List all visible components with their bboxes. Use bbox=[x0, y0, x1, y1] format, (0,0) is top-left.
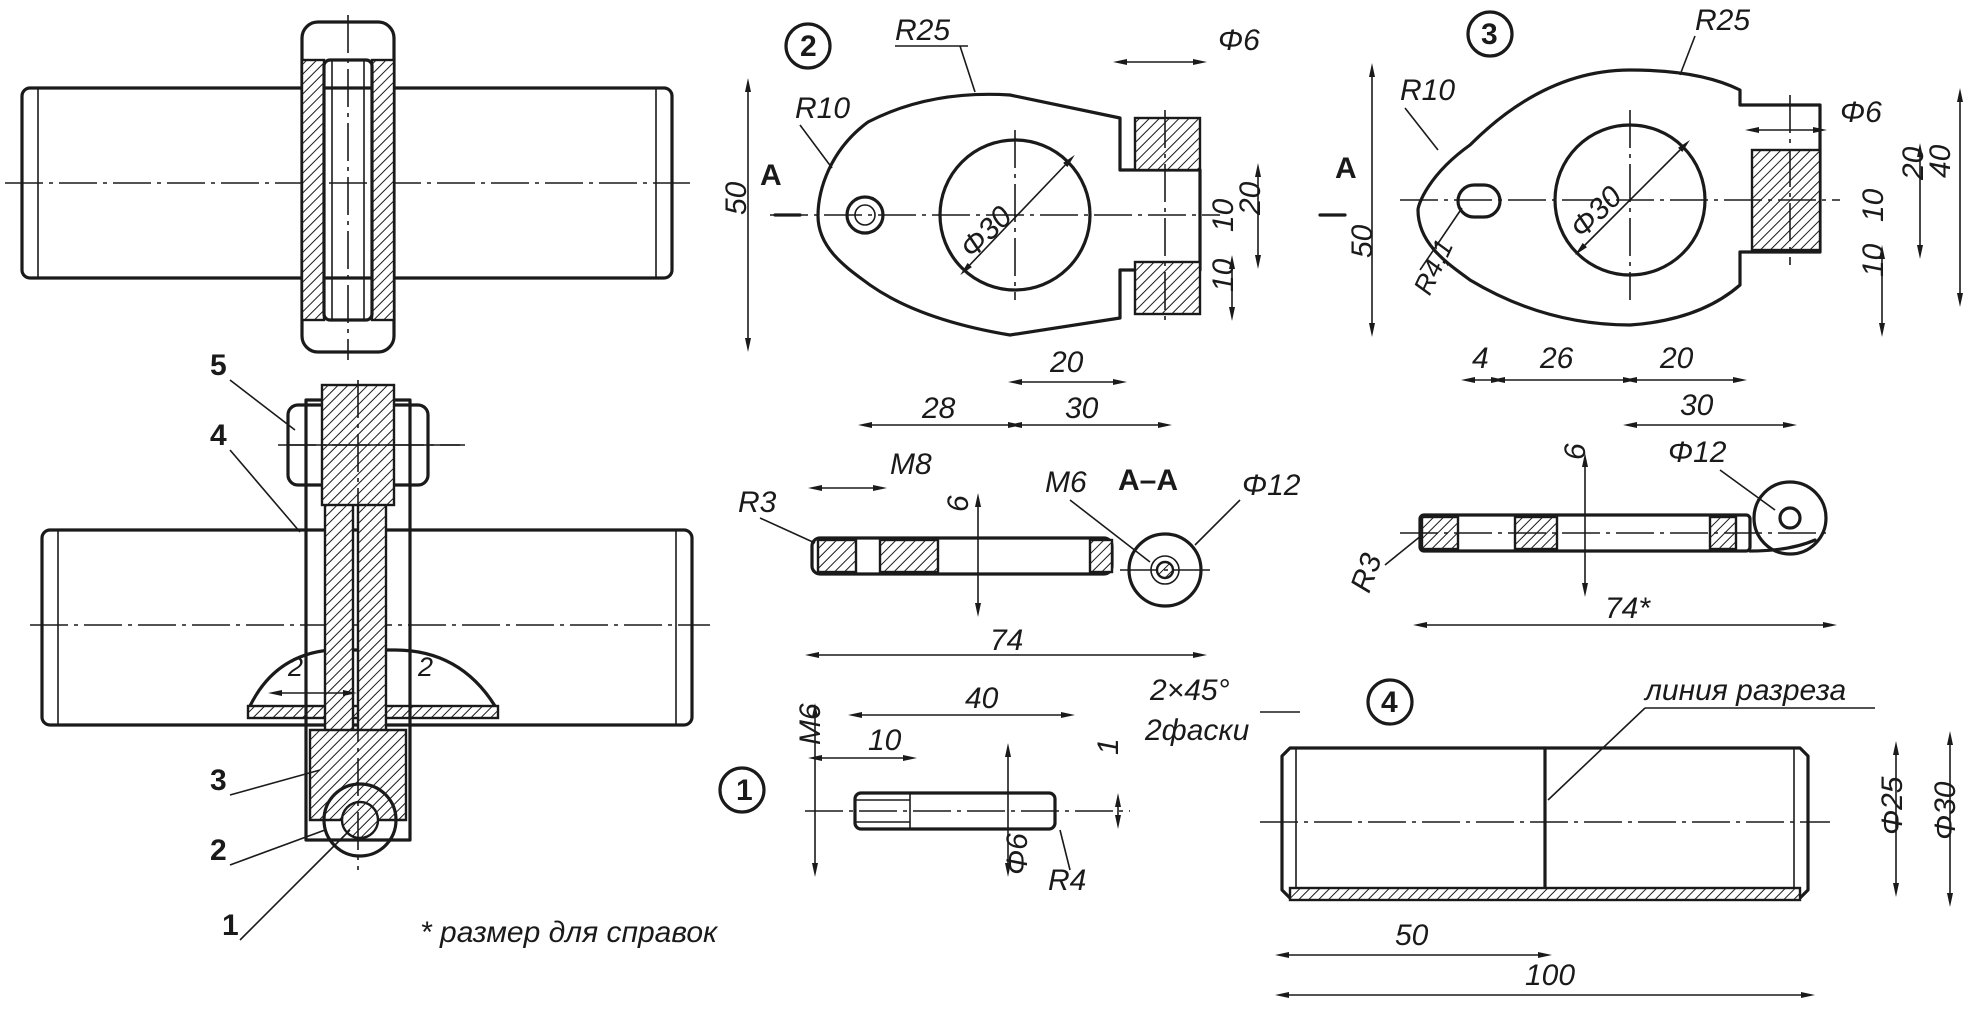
p2-r10: R10 bbox=[795, 92, 850, 125]
part1-view bbox=[718, 766, 1130, 831]
p3-w26: 26 bbox=[1539, 342, 1574, 375]
gap-right-label: 2 bbox=[417, 652, 433, 682]
p1-m6: M6 bbox=[794, 703, 827, 745]
p1-r4: R4 bbox=[1048, 864, 1086, 897]
leader-4 bbox=[229, 449, 301, 533]
leader-2 bbox=[229, 829, 326, 866]
p2-w30: 30 bbox=[1065, 392, 1099, 425]
section-mark-right: А bbox=[1335, 152, 1357, 185]
s2-l74: 74 bbox=[990, 624, 1023, 657]
assembly-top-view bbox=[5, 15, 690, 360]
p3-h40: 40 bbox=[1924, 144, 1957, 178]
p2-r10-leader bbox=[799, 124, 833, 169]
part4-view bbox=[1260, 678, 1830, 902]
part-label-5: 5 bbox=[210, 349, 227, 382]
p3-r25: R25 bbox=[1695, 4, 1750, 37]
p3-h10b: 10 bbox=[1857, 243, 1890, 277]
s3-r3: R3 bbox=[1345, 549, 1389, 597]
s2-t6: 6 bbox=[942, 495, 975, 512]
p2-w20: 20 bbox=[1049, 346, 1084, 379]
p4-cut-leader bbox=[1547, 707, 1646, 801]
p4-cut: линия разреза bbox=[1643, 674, 1846, 707]
s2-m6-leader bbox=[1069, 499, 1151, 563]
p2-h20: 20 bbox=[1234, 181, 1267, 216]
part-label-2: 2 bbox=[210, 834, 227, 867]
p3-h50: 50 bbox=[1346, 224, 1379, 258]
p3-h20: 20 bbox=[1897, 146, 1930, 181]
p4-l50: 50 bbox=[1395, 919, 1429, 952]
part-number-3: 3 bbox=[1481, 18, 1498, 51]
p2-h10a: 10 bbox=[1207, 198, 1240, 232]
leader-5 bbox=[229, 379, 296, 431]
s2-r3: R3 bbox=[738, 486, 777, 519]
s3-l74: 74* bbox=[1605, 592, 1651, 625]
part-label-4: 4 bbox=[210, 419, 227, 452]
p4-chamfer2: 2фаски bbox=[1144, 714, 1250, 747]
p3-r25-leader2 bbox=[1679, 35, 1696, 76]
p3-d30: Φ30 bbox=[1564, 180, 1629, 245]
s2-m8: M8 bbox=[890, 448, 932, 481]
p1-l10: 10 bbox=[868, 724, 902, 757]
p3-r10-leader bbox=[1404, 107, 1439, 151]
p1-l40: 40 bbox=[965, 682, 999, 715]
gap-left-label: 2 bbox=[287, 652, 303, 682]
s3-t6: 6 bbox=[1559, 443, 1592, 460]
p2-d6: Φ6 bbox=[1218, 24, 1260, 57]
s3-d12: Φ12 bbox=[1668, 436, 1727, 469]
leader-3 bbox=[229, 769, 321, 796]
assembly-front-view bbox=[30, 380, 710, 870]
p3-w4: 4 bbox=[1472, 342, 1489, 375]
p2-d30: Φ30 bbox=[954, 200, 1019, 265]
section-aa-part2 bbox=[810, 532, 1210, 608]
s2-m6: M6 bbox=[1045, 466, 1087, 499]
section-mark-left: А bbox=[760, 159, 782, 192]
p2-h10b: 10 bbox=[1207, 258, 1240, 292]
p3-w30: 30 bbox=[1680, 389, 1714, 422]
p4-d25: Φ25 bbox=[1876, 776, 1909, 835]
p2-w28: 28 bbox=[921, 392, 956, 425]
p3-h10a: 10 bbox=[1857, 188, 1890, 222]
p1-d6: Φ6 bbox=[1001, 833, 1034, 875]
part-label-1: 1 bbox=[222, 909, 239, 942]
p3-r41-leader bbox=[1419, 207, 1463, 271]
p3-d6: Φ6 bbox=[1840, 96, 1882, 129]
s2-r3-leader bbox=[759, 517, 816, 544]
p1-r4-leader bbox=[1059, 829, 1071, 871]
part2-plan-view bbox=[770, 22, 1220, 337]
s3-d12-leader bbox=[1719, 469, 1776, 511]
part-label-3: 3 bbox=[210, 764, 227, 797]
p4-d30: Φ30 bbox=[1929, 781, 1962, 840]
part-number-2: 2 bbox=[800, 30, 817, 63]
part-number-1: 1 bbox=[736, 774, 753, 807]
p3-w20: 20 bbox=[1659, 342, 1694, 375]
section-title: А–А bbox=[1118, 464, 1178, 497]
part-number-4: 4 bbox=[1381, 686, 1398, 719]
p2-r25-leader2 bbox=[959, 45, 976, 93]
section-part3 bbox=[1400, 480, 1830, 556]
p4-l100: 100 bbox=[1525, 959, 1575, 992]
p1-c1: 1 bbox=[1092, 738, 1125, 755]
part3-plan-view bbox=[1400, 10, 1840, 327]
p2-r25: R25 bbox=[895, 14, 950, 47]
p4-chamfer: 2×45° bbox=[1149, 674, 1230, 707]
leader-1 bbox=[239, 829, 351, 941]
reference-note: * размер для справок bbox=[420, 916, 719, 949]
s3-r3-leader bbox=[1384, 534, 1423, 566]
s2-d12: Φ12 bbox=[1242, 469, 1301, 502]
p3-r10: R10 bbox=[1400, 74, 1455, 107]
s2-d12-leader bbox=[1194, 499, 1241, 546]
